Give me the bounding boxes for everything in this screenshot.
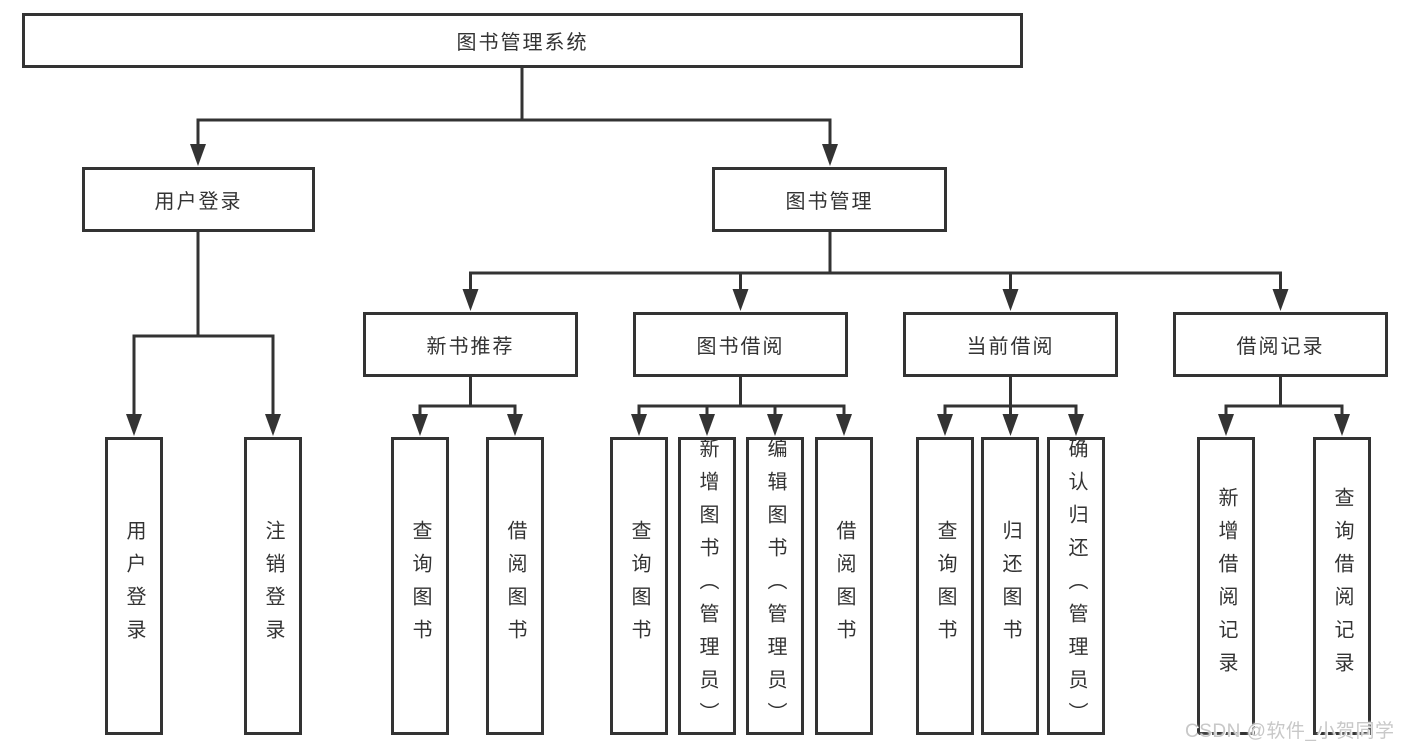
- leaf-newbook-borrow: 借阅图书: [486, 437, 544, 735]
- arrowhead-bw-add: [699, 414, 715, 436]
- leaf-user-login-label: 用户登录: [123, 520, 145, 652]
- node-current-borrow-label: 当前借阅: [966, 336, 1055, 358]
- leaf-current-confirm-admin-label: 确认归还（管理员）: [1065, 437, 1087, 735]
- watermark: CSDN @软件_小贺同学: [1185, 721, 1395, 742]
- node-user-login-label: 用户登录: [154, 191, 243, 213]
- leaf-borrow-query: 查询图书: [610, 437, 668, 735]
- leaf-newbook-query-label: 查询图书: [409, 520, 431, 652]
- leaf-newbook-borrow-label: 借阅图书: [504, 520, 526, 652]
- arrowhead-nb-borrow: [507, 414, 523, 436]
- leaf-borrow-query-label: 查询图书: [628, 520, 650, 652]
- arrowhead-cu-confirm: [1068, 414, 1084, 436]
- arrowhead-borrow: [732, 289, 749, 311]
- leaf-record-add: 新增借阅记录: [1197, 437, 1255, 735]
- node-new-book-recommend-label: 新书推荐: [426, 336, 515, 358]
- node-book-management-label: 图书管理: [785, 191, 874, 213]
- leaf-record-add-label: 新增借阅记录: [1215, 487, 1237, 685]
- arrowhead-re-query: [1334, 414, 1350, 436]
- node-new-book-recommend: 新书推荐: [363, 312, 578, 377]
- leaf-user-logout-label: 注销登录: [262, 520, 284, 652]
- arrowhead-bw-borrow: [836, 414, 852, 436]
- leaf-borrow-add-admin: 新增图书（管理员）: [678, 437, 736, 735]
- leaf-newbook-query: 查询图书: [391, 437, 449, 735]
- leaf-user-login: 用户登录: [105, 437, 163, 735]
- node-root-label: 图书管理系统: [456, 32, 589, 54]
- leaf-current-return: 归还图书: [981, 437, 1039, 735]
- arrowhead-bw-query: [631, 414, 647, 436]
- arrowhead-newbook: [462, 289, 479, 311]
- node-borrow-records-label: 借阅记录: [1236, 336, 1325, 358]
- leaf-record-query-label: 查询借阅记录: [1331, 487, 1353, 685]
- leaf-current-return-label: 归还图书: [999, 520, 1021, 652]
- arrowhead-records: [1272, 289, 1289, 311]
- leaf-borrow-add-admin-label: 新增图书（管理员）: [696, 437, 718, 735]
- arrowhead-logout-leaf: [265, 414, 281, 436]
- leaf-record-query: 查询借阅记录: [1313, 437, 1371, 735]
- arrowhead-re-add: [1218, 414, 1234, 436]
- arrowhead-user-login: [190, 144, 206, 166]
- arrowhead-cu-query: [937, 414, 953, 436]
- leaf-borrow-borrow-label: 借阅图书: [833, 520, 855, 652]
- leaf-borrow-borrow: 借阅图书: [815, 437, 873, 735]
- arrowhead-login-leaf: [126, 414, 142, 436]
- arrowhead-book-mgmt: [822, 144, 838, 166]
- node-user-login: 用户登录: [82, 167, 315, 232]
- node-root: 图书管理系统: [22, 13, 1023, 68]
- node-book-management: 图书管理: [712, 167, 947, 232]
- node-current-borrow: 当前借阅: [903, 312, 1118, 377]
- node-book-borrow-label: 图书借阅: [696, 336, 785, 358]
- arrowhead-nb-query: [412, 414, 428, 436]
- leaf-current-query-label: 查询图书: [934, 520, 956, 652]
- leaf-borrow-edit-admin-label: 编辑图书（管理员）: [764, 437, 786, 735]
- node-borrow-records: 借阅记录: [1173, 312, 1388, 377]
- leaf-borrow-edit-admin: 编辑图书（管理员）: [746, 437, 804, 735]
- leaf-user-logout: 注销登录: [244, 437, 302, 735]
- arrowhead-bw-edit: [767, 414, 783, 436]
- leaf-current-query: 查询图书: [916, 437, 974, 735]
- node-book-borrow: 图书借阅: [633, 312, 848, 377]
- arrowhead-current: [1002, 289, 1019, 311]
- leaf-current-confirm-admin: 确认归还（管理员）: [1047, 437, 1105, 735]
- arrowhead-cu-return: [1002, 414, 1019, 436]
